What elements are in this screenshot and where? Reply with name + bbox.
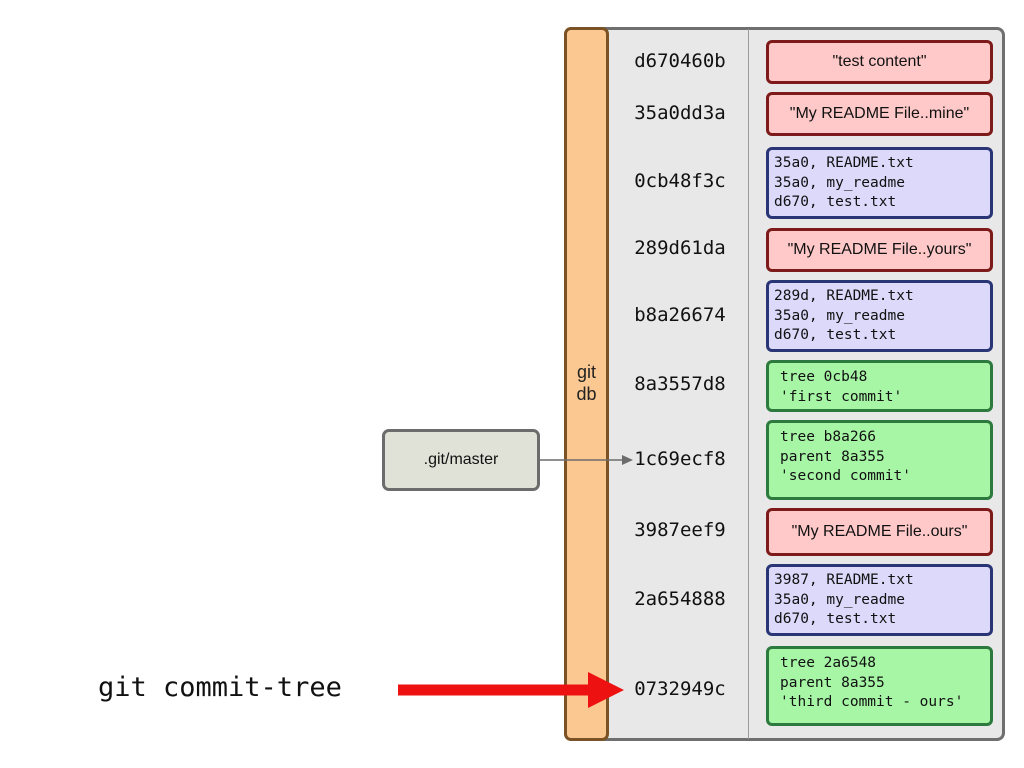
git-db-bar (564, 27, 609, 741)
commit-object-box: tree b8a266 parent 8a355 'second commit' (766, 420, 993, 500)
blob-object-line: "test content" (832, 53, 927, 70)
object-hash: 35a0dd3a (634, 102, 726, 124)
object-hash: 2a654888 (634, 588, 726, 610)
master-ref-box: .git/master (382, 429, 540, 491)
tree-object-box: 289d, README.txt 35a0, my_readme d670, tes… (766, 280, 993, 352)
command-label: git commit-tree (98, 672, 342, 703)
tree-object-line: 35a0, my_readme (774, 307, 905, 324)
blob-object-box: "test content" (766, 40, 993, 84)
object-hash: 289d61da (634, 237, 726, 259)
commit-object-line: tree 0cb48 (780, 369, 868, 385)
commit-object-line: tree b8a266 (780, 429, 877, 445)
column-divider (748, 29, 749, 739)
commit-object-line: 'second commit' (780, 468, 911, 484)
object-hash: d670460b (634, 50, 726, 72)
commit-object-box: tree 0cb48 'first commit' (766, 360, 993, 412)
commit-object-line: parent 8a355 (780, 674, 885, 691)
tree-object-line: 35a0, my_readme (774, 591, 905, 608)
blob-object-line: "My README File..ours" (791, 523, 968, 540)
blob-object-box: "My README File..yours" (766, 228, 993, 272)
tree-object-box: 35a0, README.txt 35a0, my_readme d670, tes… (766, 147, 993, 219)
tree-object-line: 289d, README.txt (774, 288, 914, 304)
object-hash: 1c69ecf8 (634, 448, 726, 470)
commit-object-box: tree 2a6548 parent 8a355 'third commit - o… (766, 646, 993, 726)
commit-object-line: parent 8a355 (780, 448, 885, 465)
git-db-label: git db (576, 362, 597, 404)
tree-object-line: 35a0, README.txt (774, 155, 914, 171)
blob-object-line: "My README File..mine" (789, 105, 970, 122)
tree-object-line: 35a0, my_readme (774, 174, 905, 191)
object-hash: 0cb48f3c (634, 170, 726, 192)
object-hash: 0732949c (634, 678, 726, 700)
commit-object-line: 'first commit' (780, 388, 903, 405)
tree-object-line: d670, test.txt (774, 611, 897, 627)
tree-object-line: d670, test.txt (774, 327, 897, 343)
commit-object-line: 'third commit - ours' (780, 694, 964, 710)
blob-object-box: "My README File..ours" (766, 508, 993, 556)
object-hash: 3987eef9 (634, 519, 726, 541)
master-ref-label: .git/master (423, 451, 499, 468)
object-hash: b8a26674 (634, 304, 726, 326)
object-hash: 8a3557d8 (634, 373, 726, 395)
blob-object-box: "My README File..mine" (766, 92, 993, 136)
tree-object-box: 3987, README.txt 35a0, my_readme d670, tes… (766, 564, 993, 636)
tree-object-line: d670, test.txt (774, 194, 897, 210)
commit-object-line: tree 2a6548 (780, 655, 877, 671)
blob-object-line: "My README File..yours" (787, 241, 972, 258)
tree-object-line: 3987, README.txt (774, 572, 914, 588)
